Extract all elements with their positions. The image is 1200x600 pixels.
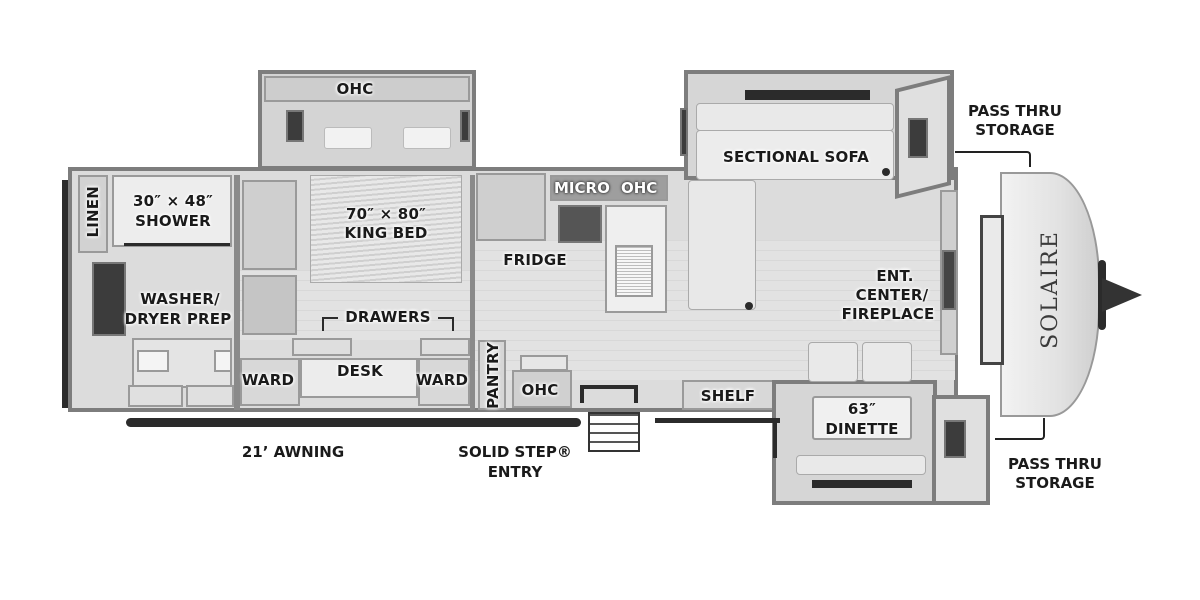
pillow-left: [324, 127, 372, 149]
sofa-top-window: [745, 90, 870, 100]
entry-door-side-r: [634, 385, 638, 403]
cupholder-top: [882, 168, 890, 176]
microwave: [558, 205, 602, 243]
toilet-step: [128, 385, 183, 407]
shower: [112, 175, 232, 247]
sofa-label: SECTIONAL SOFA: [722, 148, 870, 166]
sofa-back: [696, 103, 894, 131]
hitch-icon: [1102, 278, 1142, 312]
shower-size-label: 30″ × 48″: [133, 192, 213, 210]
fridge-label: FRIDGE: [503, 251, 567, 269]
pass-thru-top-label-1: PASS THRU: [968, 102, 1062, 120]
dinette-table: [812, 396, 912, 440]
bedroom-window-left: [286, 110, 304, 142]
pass-thru-top-label-2: STORAGE: [975, 121, 1055, 139]
pantry-label: PANTRY: [484, 342, 502, 409]
linen-label: LINEN: [84, 186, 102, 238]
solid-step: [588, 412, 640, 452]
entry-door-side-l: [580, 385, 584, 403]
ohc-bottom-shelf: [520, 355, 568, 371]
bath-window: [92, 262, 126, 336]
micro-label: MICRO: [554, 179, 610, 197]
shelf-label: SHELF: [700, 387, 756, 405]
bedroom-ohc-label: OHC: [336, 80, 374, 98]
rear-bumper: [62, 180, 72, 408]
ent-label-2: CENTER/: [855, 286, 929, 304]
bedroom-window-right: [460, 110, 470, 142]
front-right-window: [908, 118, 928, 158]
dinette-window: [812, 480, 912, 488]
ohc-bottom: [512, 370, 572, 408]
washer-label-1: WASHER/: [140, 290, 220, 308]
entry-door-frame: [580, 385, 638, 389]
bath-bedroom-wall: [234, 175, 240, 410]
pass-thru-storage-bottom-cab: [932, 395, 990, 505]
dinette-bench: [796, 455, 926, 475]
sink-left: [137, 350, 169, 372]
pass-thru-bottom-bracket: [995, 418, 1045, 440]
washer-label-2: DRYER PREP: [124, 310, 232, 328]
entry-label-1: SOLID STEP®: [458, 443, 572, 461]
ward-right: [418, 358, 470, 406]
ward-left: [240, 358, 300, 406]
awning-front-bracket: [773, 418, 777, 458]
king-bed: [310, 175, 462, 283]
fridge: [476, 173, 546, 241]
ward-left-label: WARD: [241, 371, 295, 389]
sofa-seat: [696, 130, 894, 180]
front-window: [980, 215, 1004, 365]
front-cap: [1000, 172, 1100, 417]
fireplace: [942, 250, 956, 310]
pantry: [478, 340, 506, 410]
nightstand-left: [292, 338, 352, 356]
drawers-arrow-left-v: [322, 317, 324, 331]
shower-door: [124, 243, 230, 246]
bedroom-closet-left: [242, 180, 297, 270]
micro-ohc-label: OHC: [621, 179, 658, 197]
nightstand-right: [420, 338, 470, 356]
entry-label-2: ENTRY: [487, 463, 543, 481]
sofa-chaise: [688, 180, 756, 310]
ohc-bottom-label: OHC: [521, 381, 559, 399]
bedroom-shelf-left: [242, 275, 297, 335]
pillow-right: [403, 127, 451, 149]
pass-thru-bottom-label-2: STORAGE: [1015, 474, 1095, 492]
linen-closet: [78, 175, 108, 253]
ent-label-3: FIREPLACE: [841, 305, 935, 323]
kitchen-sink: [615, 245, 653, 297]
shower-label: SHOWER: [135, 212, 211, 230]
bed-label: KING BED: [344, 224, 428, 242]
bedroom-kitchen-wall: [470, 175, 475, 410]
bath-step: [186, 385, 234, 407]
ward-right-label: WARD: [415, 371, 469, 389]
sofa-window-left: [680, 108, 688, 156]
brand-logo: SOLAIRE: [1038, 230, 1063, 349]
awning-label: 21’ AWNING: [241, 443, 345, 461]
dinette-chair-right: [862, 342, 912, 382]
bedroom-ohc: [264, 76, 470, 102]
pass-thru-top-bracket: [955, 151, 1031, 167]
sink-right: [214, 350, 232, 372]
bottom-right-window: [944, 420, 966, 458]
ent-label-1: ENT.: [876, 267, 914, 285]
dinette-size-label: 63″: [847, 400, 877, 418]
pass-thru-bottom-label-1: PASS THRU: [1008, 455, 1102, 473]
awning: [126, 418, 581, 427]
cupholder-bottom: [745, 302, 753, 310]
drawers-arrow-right-h: [438, 317, 454, 319]
micro-ohc-cabinet: [550, 175, 668, 201]
desk-label: DESK: [337, 362, 383, 380]
bed-size-label: 70″ × 80″: [346, 205, 426, 223]
dinette-label: DINETTE: [825, 420, 899, 438]
drawers-label: DRAWERS: [345, 308, 431, 326]
drawers-arrow-left-h: [322, 317, 338, 319]
awning-front: [655, 418, 780, 423]
drawers-arrow-right-v: [452, 317, 454, 331]
desk: [300, 358, 418, 398]
dinette-chair-left: [808, 342, 858, 382]
